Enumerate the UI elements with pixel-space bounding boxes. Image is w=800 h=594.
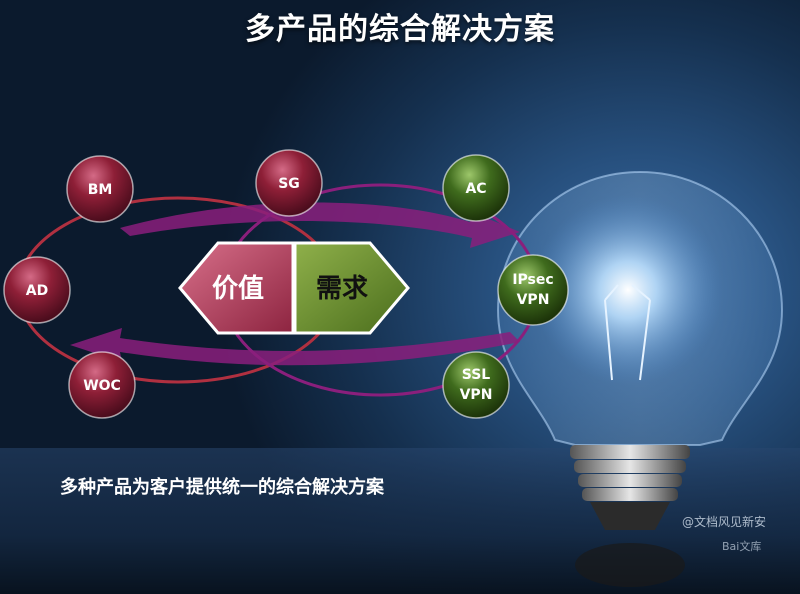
node-bm: BM	[66, 155, 134, 223]
demand-label: 需求	[316, 274, 368, 304]
arrow-right	[120, 202, 520, 248]
page-title: 多产品的综合解决方案	[245, 12, 555, 47]
value-label: 价值	[212, 274, 264, 304]
svg-text:AC: AC	[465, 181, 486, 197]
node-ad: AD	[3, 256, 71, 324]
svg-text:AD: AD	[26, 283, 48, 299]
node-woc: WOC	[68, 351, 136, 419]
demand-shape	[293, 241, 410, 335]
watermark-author: @文档风见新安	[682, 515, 767, 529]
arrow-left	[70, 328, 520, 366]
node-ssl-vpn: SSL VPN	[442, 351, 510, 419]
svg-text:VPN: VPN	[517, 292, 550, 308]
svg-text:VPN: VPN	[460, 387, 493, 403]
caption-text: 多种产品为客户提供统一的综合解决方案	[60, 477, 384, 498]
svg-text:IPsec: IPsec	[512, 272, 553, 288]
value-shape	[178, 241, 295, 335]
svg-text:SSL: SSL	[462, 367, 491, 383]
svg-text:BM: BM	[88, 182, 113, 198]
node-ipsec-vpn: IPsec VPN	[497, 254, 569, 326]
node-ac: AC	[442, 154, 510, 222]
watermark-logo: Bai文库	[722, 540, 762, 553]
light-bulb-icon	[496, 170, 784, 587]
svg-text:WOC: WOC	[83, 378, 121, 394]
svg-text:SG: SG	[278, 176, 300, 192]
node-sg: SG	[255, 149, 323, 217]
